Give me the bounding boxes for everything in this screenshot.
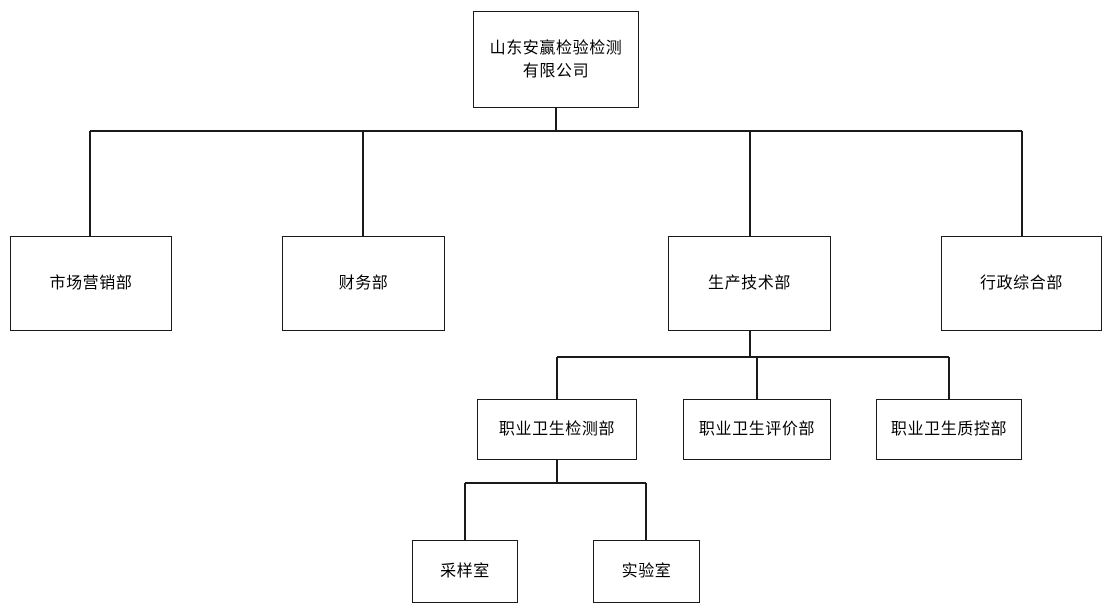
org-node-label-administration: 行政综合部 <box>979 273 1063 293</box>
org-node-laboratory[interactable]: 实验室 <box>593 540 700 603</box>
org-node-administration[interactable]: 行政综合部 <box>941 236 1102 331</box>
org-node-label-root: 山东安赢检验检测 有限公司 <box>489 37 623 80</box>
org-node-label-laboratory: 实验室 <box>621 561 672 581</box>
org-node-label-oh-quality: 职业卫生质控部 <box>890 419 1008 439</box>
org-node-root[interactable]: 山东安赢检验检测 有限公司 <box>473 11 639 108</box>
org-node-label-oh-evaluation: 职业卫生评价部 <box>698 419 816 439</box>
org-node-sampling-room[interactable]: 采样室 <box>412 540 518 603</box>
org-node-label-sampling-room: 采样室 <box>440 561 490 581</box>
org-node-label-oh-testing: 职业卫生检测部 <box>498 419 616 439</box>
org-node-label-finance: 财务部 <box>338 273 389 293</box>
org-node-label-production: 生产技术部 <box>707 273 791 293</box>
org-node-production[interactable]: 生产技术部 <box>668 236 831 331</box>
org-node-oh-evaluation[interactable]: 职业卫生评价部 <box>683 399 831 460</box>
org-node-oh-testing[interactable]: 职业卫生检测部 <box>477 399 637 460</box>
org-node-finance[interactable]: 财务部 <box>282 236 445 331</box>
org-node-marketing[interactable]: 市场营销部 <box>10 236 172 331</box>
org-node-label-marketing: 市场营销部 <box>49 273 133 293</box>
org-node-oh-quality[interactable]: 职业卫生质控部 <box>876 399 1022 460</box>
